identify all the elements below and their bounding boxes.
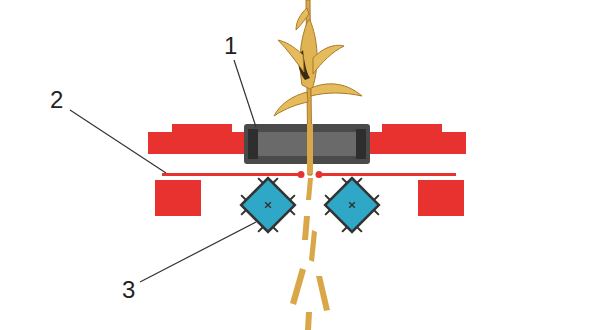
block-rim [356,129,366,159]
corn-stalk [307,124,313,174]
right-housing [366,124,466,154]
callout-number: 1 [224,34,237,58]
left-side-block [155,180,201,216]
block-rim [248,129,258,159]
callout-number: 3 [122,278,135,302]
left-housing [148,124,248,154]
stalk-piece [305,312,312,330]
plate-edge [298,171,305,178]
snapping-roller [231,168,305,242]
stalk-piece [302,216,310,240]
leader-line [70,110,166,173]
stalk-piece [290,268,306,305]
husk-leaf [313,45,344,74]
husk-leaf [278,40,304,72]
tassel-leaf [296,8,309,30]
stripper-plate [318,173,456,176]
stripper-plate [162,173,302,176]
leaf [311,84,362,96]
stalk-piece [316,276,330,311]
right-side-block [418,180,464,216]
leaf [274,92,308,116]
stalk-piece [306,178,313,200]
leader-line [140,222,256,282]
callout-number: 2 [50,88,63,112]
plate-edge [316,171,323,178]
leader-line [234,60,256,127]
snapping-roller [315,168,389,242]
stalk-piece [309,230,317,262]
